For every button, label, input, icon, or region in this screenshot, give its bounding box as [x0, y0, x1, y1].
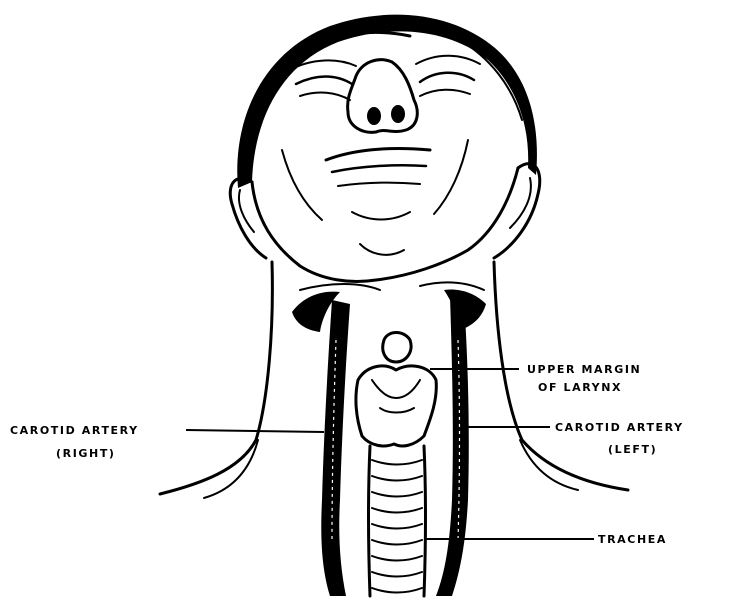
neck-outline-right	[160, 262, 272, 494]
label-carotid-right-line2: (RIGHT)	[56, 447, 116, 460]
nose	[348, 60, 418, 133]
neck	[160, 262, 628, 498]
label-trachea: TRACHEA	[598, 533, 667, 546]
eye-right	[296, 77, 352, 85]
face-outline	[252, 168, 518, 281]
carotid-artery-right	[321, 300, 350, 596]
label-carotid-left-line2: (LEFT)	[608, 443, 657, 456]
head	[230, 15, 540, 282]
label-carotid-left-line1: CAROTID ARTERY	[555, 421, 684, 434]
mouth	[326, 148, 430, 160]
label-carotid-right-line1: CAROTID ARTERY	[10, 424, 139, 437]
leader-carotid-right	[186, 430, 324, 432]
trachea	[369, 446, 426, 596]
eye-left	[420, 73, 474, 82]
label-upper-margin-line1: UPPER MARGIN	[527, 363, 641, 376]
hair	[237, 15, 537, 188]
larynx	[356, 333, 436, 446]
label-upper-margin-line2: OF LARYNX	[538, 381, 622, 394]
carotid-artery-left	[436, 296, 469, 596]
